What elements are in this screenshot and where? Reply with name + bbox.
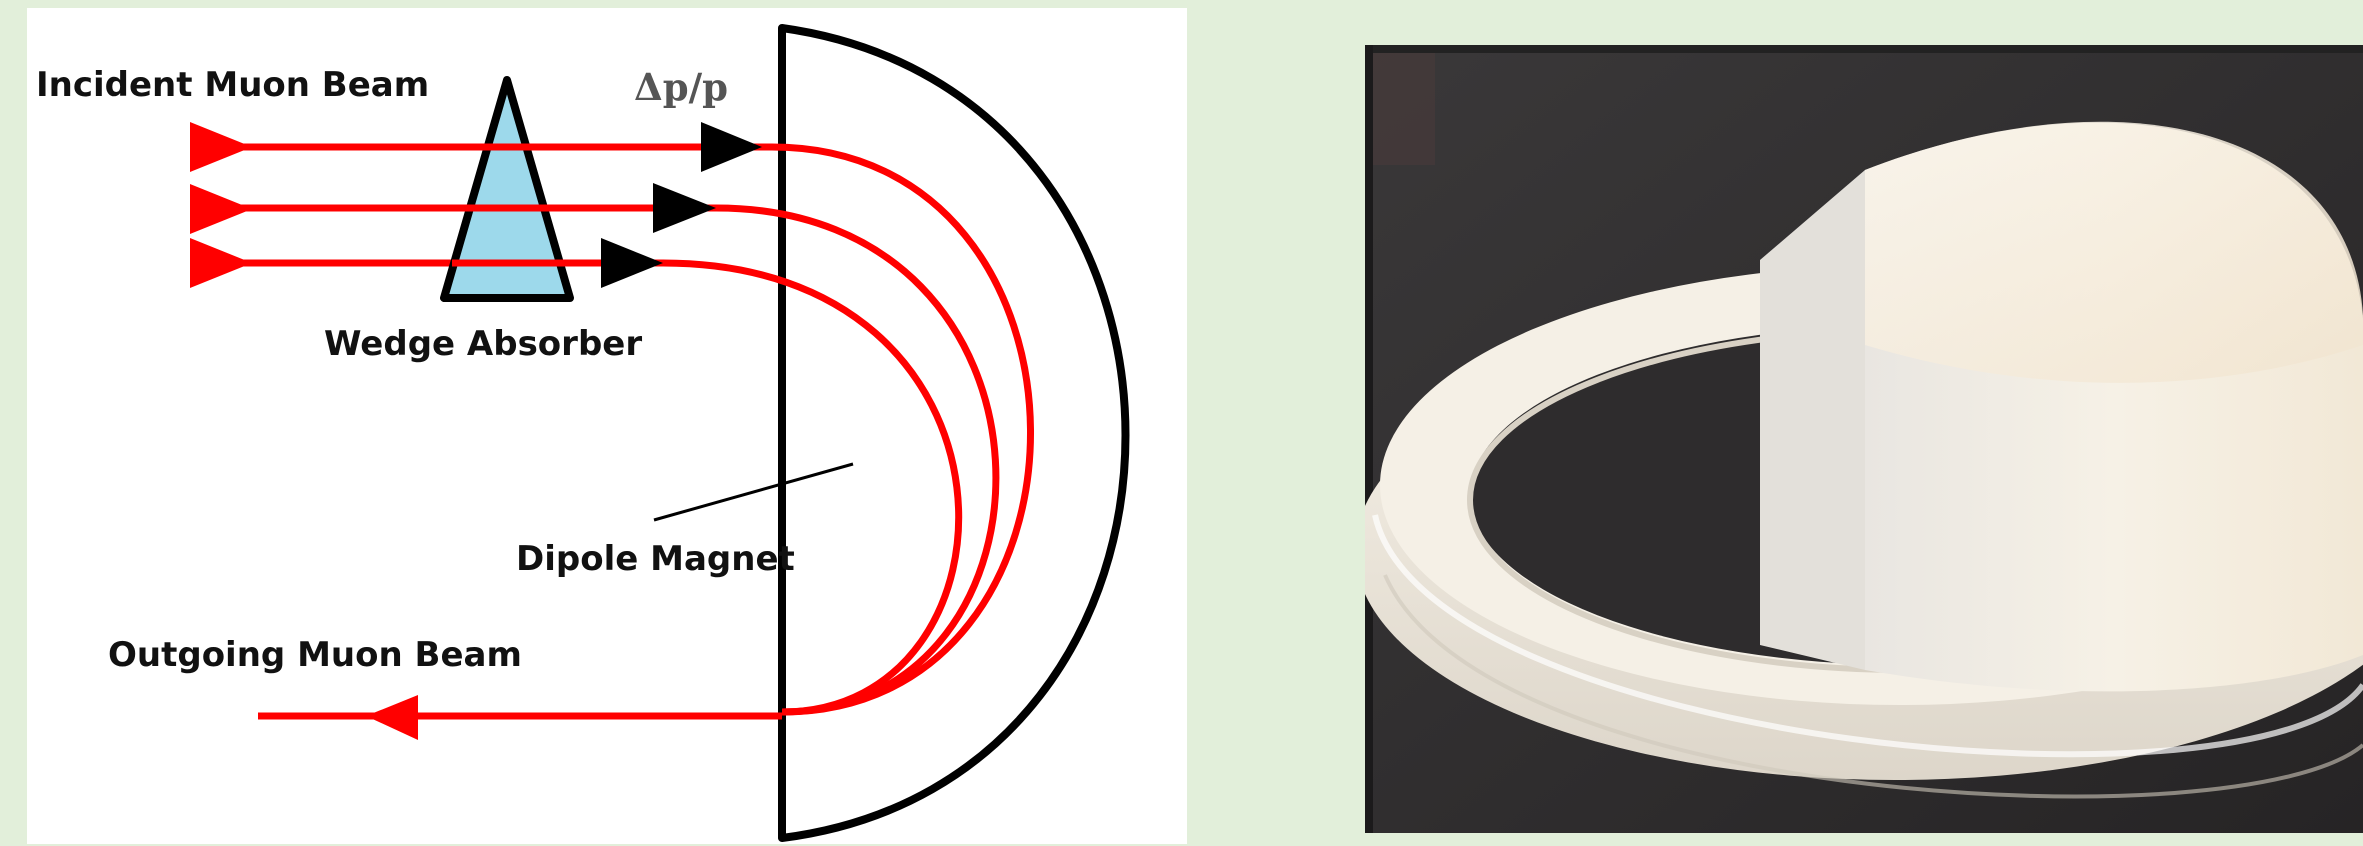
absorber-photo-drawing	[1365, 45, 2363, 833]
momentum-arrow-icon-3	[601, 238, 663, 288]
momentum-arrow-icon-1	[701, 122, 762, 172]
dipole-magnet-label: Dipole Magnet	[516, 539, 795, 579]
incident-arrow-icon-2	[190, 184, 252, 234]
incident-arrow-icon-1	[190, 122, 252, 172]
dipole-magnet-outline	[782, 28, 1126, 838]
delta-p-over-p-label: Δp/p	[634, 65, 728, 109]
outgoing-arrow-icon	[366, 695, 418, 740]
curved-beam-paths	[663, 147, 1031, 712]
diagram-panel: Incident Muon Beam Δp/p Wedge Absorber D…	[27, 8, 1187, 844]
beam-diagram: Incident Muon Beam Δp/p Wedge Absorber D…	[27, 8, 1187, 844]
outgoing-beam-label: Outgoing Muon Beam	[108, 635, 522, 675]
wedge-absorber-label: Wedge Absorber	[324, 324, 642, 364]
dipole-pointer-line	[654, 464, 853, 520]
incident-arrow-icon-3	[190, 238, 252, 288]
absorber-photo	[1365, 45, 2363, 833]
momentum-arrow-icon-2	[653, 183, 716, 233]
incident-beam-label: Incident Muon Beam	[36, 65, 429, 105]
curved-beam-3	[663, 263, 959, 712]
